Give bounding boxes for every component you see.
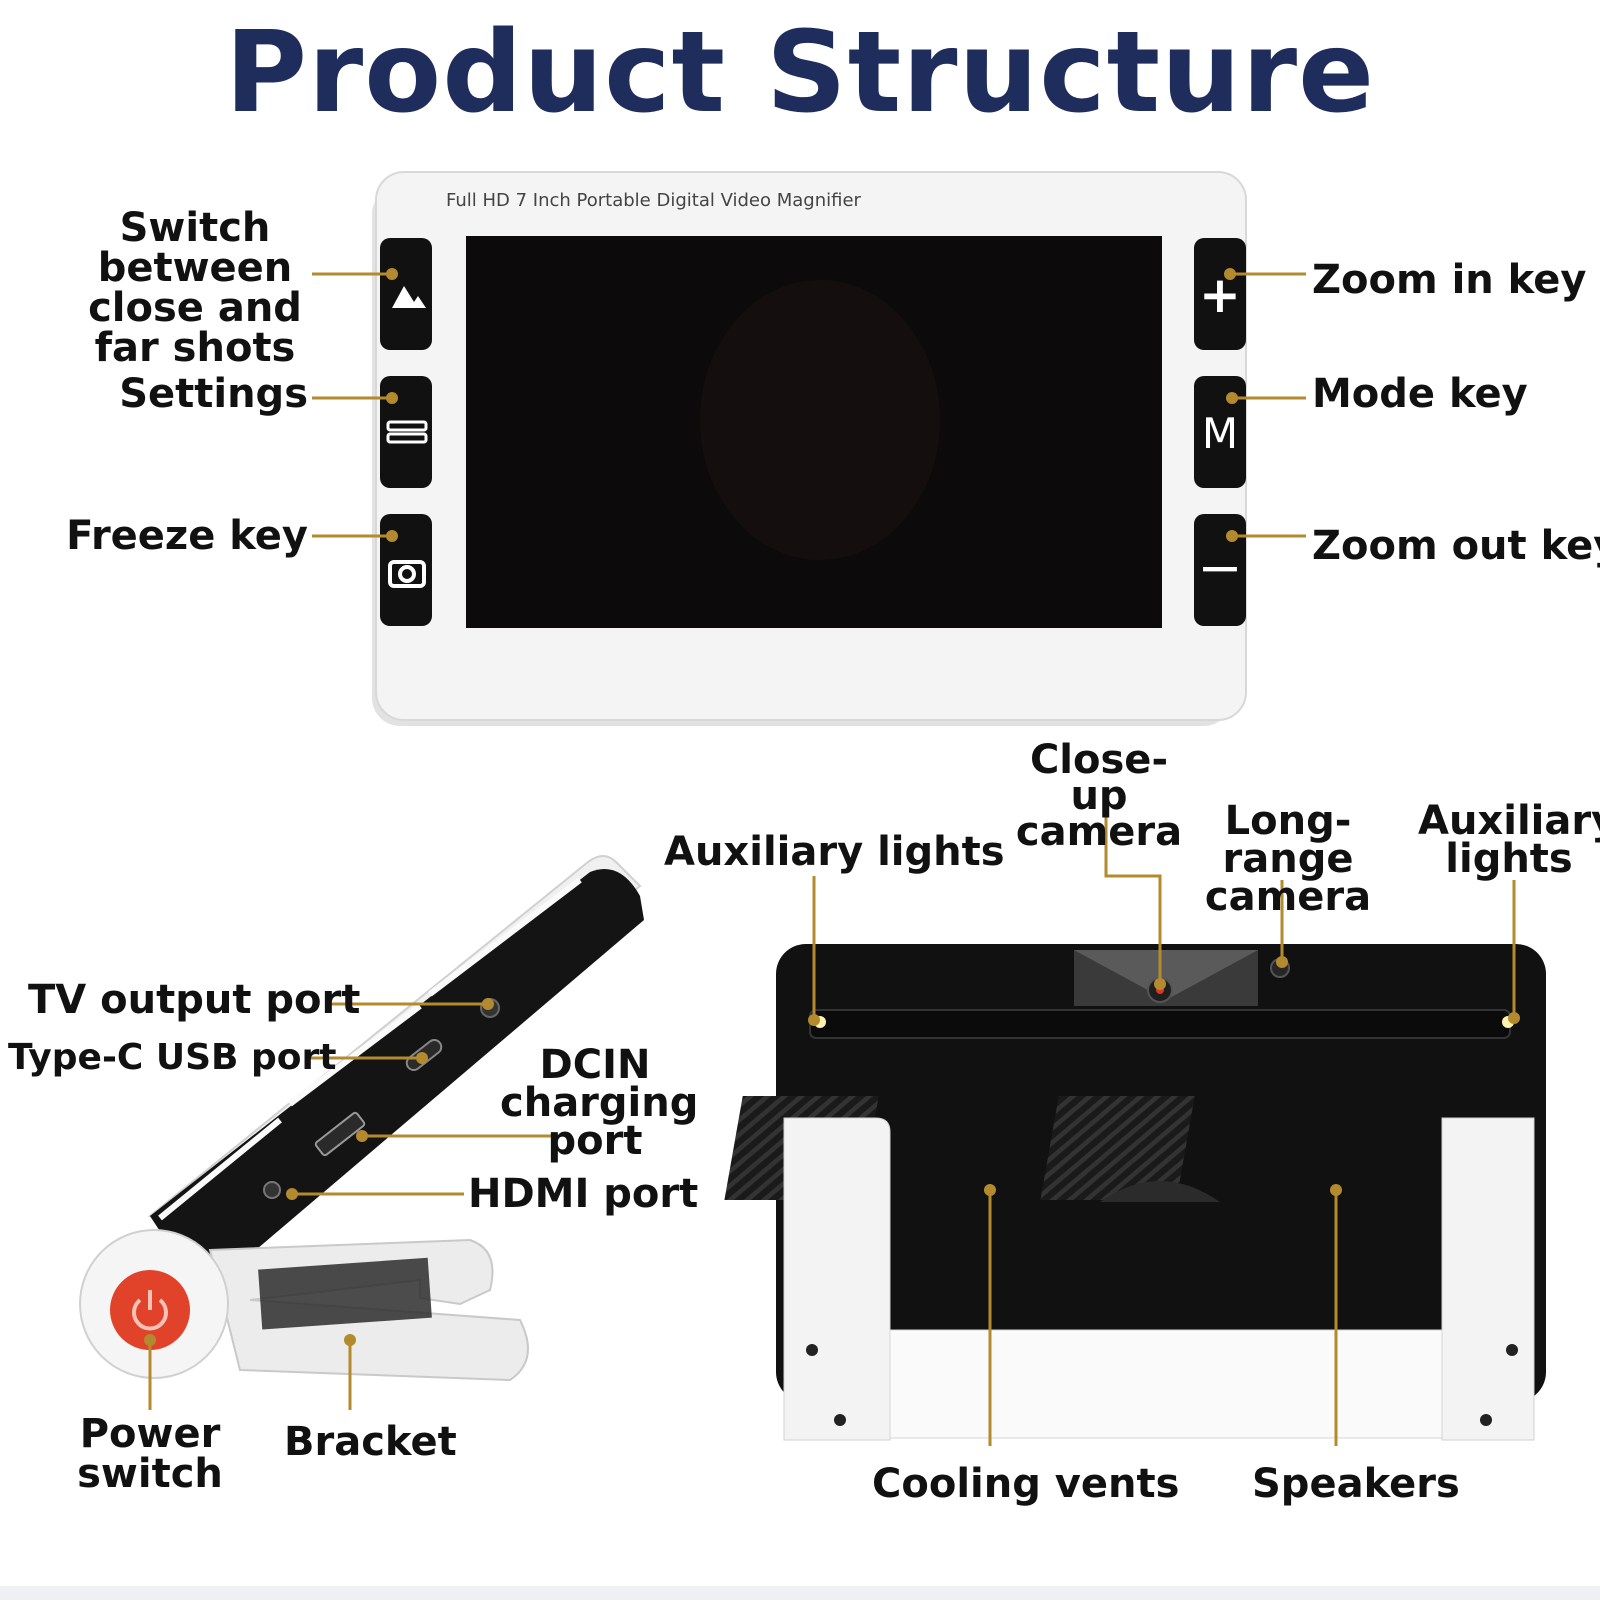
label-line: lights [1445,836,1573,882]
minus-icon: − [1197,536,1242,599]
dot-zoom-in [1224,268,1236,280]
back-stand-left [783,1117,891,1441]
side-view [79,855,644,1382]
page-title: Product Structure [224,8,1376,138]
device-model-text: Full HD 7 Inch Portable Digital Video Ma… [446,190,862,211]
back-view [724,944,1546,1441]
side-body-black [150,869,644,1271]
screw-2 [834,1414,846,1426]
camera-bevel [1074,950,1258,1000]
label-line: Close-up [1029,737,1169,819]
label-tv-output: TV output port [28,977,361,1023]
dot-speakers [1330,1184,1342,1196]
screw-4 [1480,1414,1492,1426]
label-zoom-out: Zoom out key [1312,523,1600,569]
label-speakers: Speakers [1252,1461,1460,1507]
label-line: close and [88,285,302,331]
label-freeze: Freeze key [66,513,308,559]
back-stand-right [1440,1117,1535,1441]
label-line: far shots [94,325,296,371]
dot-mode [1226,392,1238,404]
right-key-zoom-out [1194,514,1246,626]
right-key-zoom-in [1194,238,1246,350]
center-notch [1100,1181,1220,1202]
dot-switch [386,268,398,280]
label-type-c: Type-C USB port [8,1037,337,1078]
label-line: DCIN [539,1042,651,1088]
dot-zoom-out [1226,530,1238,542]
label-closeup-camera: Close-up camera [1004,737,1194,855]
dot-dcin [356,1130,368,1142]
label-power: Power switch [60,1414,240,1494]
dot-freeze [386,530,398,542]
leader-dots [144,268,1520,1346]
m-icon: M [1202,409,1238,458]
dot-tv-output [482,998,494,1010]
left-key-settings [380,376,432,488]
camera-icon [388,560,426,588]
label-line: Long-range [1222,798,1354,882]
side-slot-3 [158,1117,282,1221]
label-line: Switch between [97,205,293,291]
speaker-right [1040,1096,1195,1200]
dot-type-c [416,1052,428,1064]
label-zoom-in: Zoom in key [1312,257,1587,303]
label-line: switch [77,1451,223,1497]
side-slot-2 [288,1003,422,1107]
label-dcin: DCIN charging port [500,1042,699,1164]
leader-lines [148,272,1516,1446]
power-icon [132,1290,168,1331]
mountain-icon [392,286,426,308]
label-aux-lights-right: Auxiliary lights [1418,798,1600,882]
label-line: charging [500,1080,699,1126]
bracket-grip [258,1257,432,1330]
label-hdmi: HDMI port [468,1171,699,1217]
dot-longrange [1276,956,1288,968]
dot-cooling [984,1184,996,1196]
dot-closeup [1154,978,1166,990]
label-line: port [547,1118,643,1164]
back-stand-bar [889,1329,1443,1439]
screw-1 [806,1344,818,1356]
dot-aux-left [808,1014,820,1026]
hdmi-port [314,1111,366,1157]
dot-hdmi [286,1188,298,1200]
right-key-mode [1194,376,1246,488]
screw-3 [1506,1344,1518,1356]
dot-aux-right [1508,1012,1520,1024]
label-cooling-vents: Cooling vents [872,1461,1180,1507]
label-line: camera [1015,809,1183,855]
dot-power [144,1334,156,1346]
label-switch-shots: Switch between close and far shots [30,208,360,368]
footer-band [0,1586,1600,1600]
dot-bracket [344,1334,356,1346]
settings-icon [386,420,428,444]
label-settings: Settings [119,371,308,417]
dcin-port [263,1181,281,1199]
label-mode: Mode key [1312,371,1528,417]
label-line: camera [1204,874,1372,920]
label-aux-lights-left: Auxiliary lights [664,829,1005,875]
left-key-freeze [380,514,432,626]
label-longrange-camera: Long-range camera [1172,798,1404,920]
dot-settings [386,392,398,404]
label-line: Power [79,1411,221,1457]
front-view: Full HD 7 Inch Portable Digital Video Ma… [372,171,1247,726]
label-bracket: Bracket [284,1419,457,1465]
label-line: Auxiliary [1418,798,1600,844]
side-slot-1 [428,877,582,997]
screen-reflection [700,280,940,560]
top-rail [809,1009,1511,1039]
leader-closeup [1104,800,1162,984]
